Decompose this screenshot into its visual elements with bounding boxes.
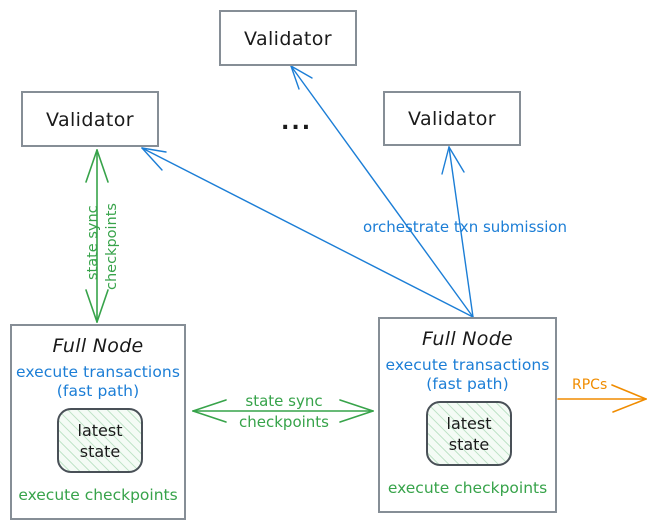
validator-left-label: Validator <box>46 109 134 131</box>
full-node-left-blue-line1: execute transactions <box>15 363 181 381</box>
validator-top-label: Validator <box>244 28 332 50</box>
latest-state-box-right[interactable]: latest state <box>426 401 512 466</box>
full-node-right-title: Full Node <box>421 328 514 350</box>
full-node-box-right[interactable]: Full Node execute transactions (fast pat… <box>378 317 557 513</box>
full-node-right-blue-line1: execute transactions <box>385 356 550 374</box>
full-node-box-left[interactable]: Full Node execute transactions (fast pat… <box>10 324 186 520</box>
edge-label-rpcs: RPCs <box>572 377 608 393</box>
edge-label-state-sync-horizontal-line2: checkpoints <box>239 413 329 431</box>
full-node-right-green-label: execute checkpoints <box>387 479 548 497</box>
full-node-left-green-label: execute checkpoints <box>18 486 178 504</box>
validators-ellipsis: ... <box>281 110 313 135</box>
edge-label-state-sync-vertical-line1: state sync <box>85 205 101 280</box>
validator-right-label: Validator <box>408 108 496 130</box>
full-node-left-blue-line2: (fast path) <box>56 382 140 400</box>
full-node-right-blue-line2: (fast path) <box>426 375 509 393</box>
latest-state-left-line1: latest <box>77 420 123 440</box>
validator-box-left[interactable]: Validator <box>21 91 159 147</box>
validator-box-top[interactable]: Validator <box>219 10 357 66</box>
edge-label-orchestrate: orchestrate txn submission <box>363 218 568 236</box>
validator-box-right[interactable]: Validator <box>383 91 521 146</box>
latest-state-box-left[interactable]: latest state <box>57 408 143 473</box>
edge-label-state-sync-horizontal-line1: state sync <box>245 392 323 410</box>
latest-state-right-line1: latest <box>446 413 492 433</box>
latest-state-right-line2: state <box>448 434 490 454</box>
latest-state-left-line2: state <box>79 441 121 461</box>
edge-label-state-sync-vertical-line2: checkpoints <box>104 203 120 290</box>
full-node-left-title: Full Node <box>52 335 144 357</box>
